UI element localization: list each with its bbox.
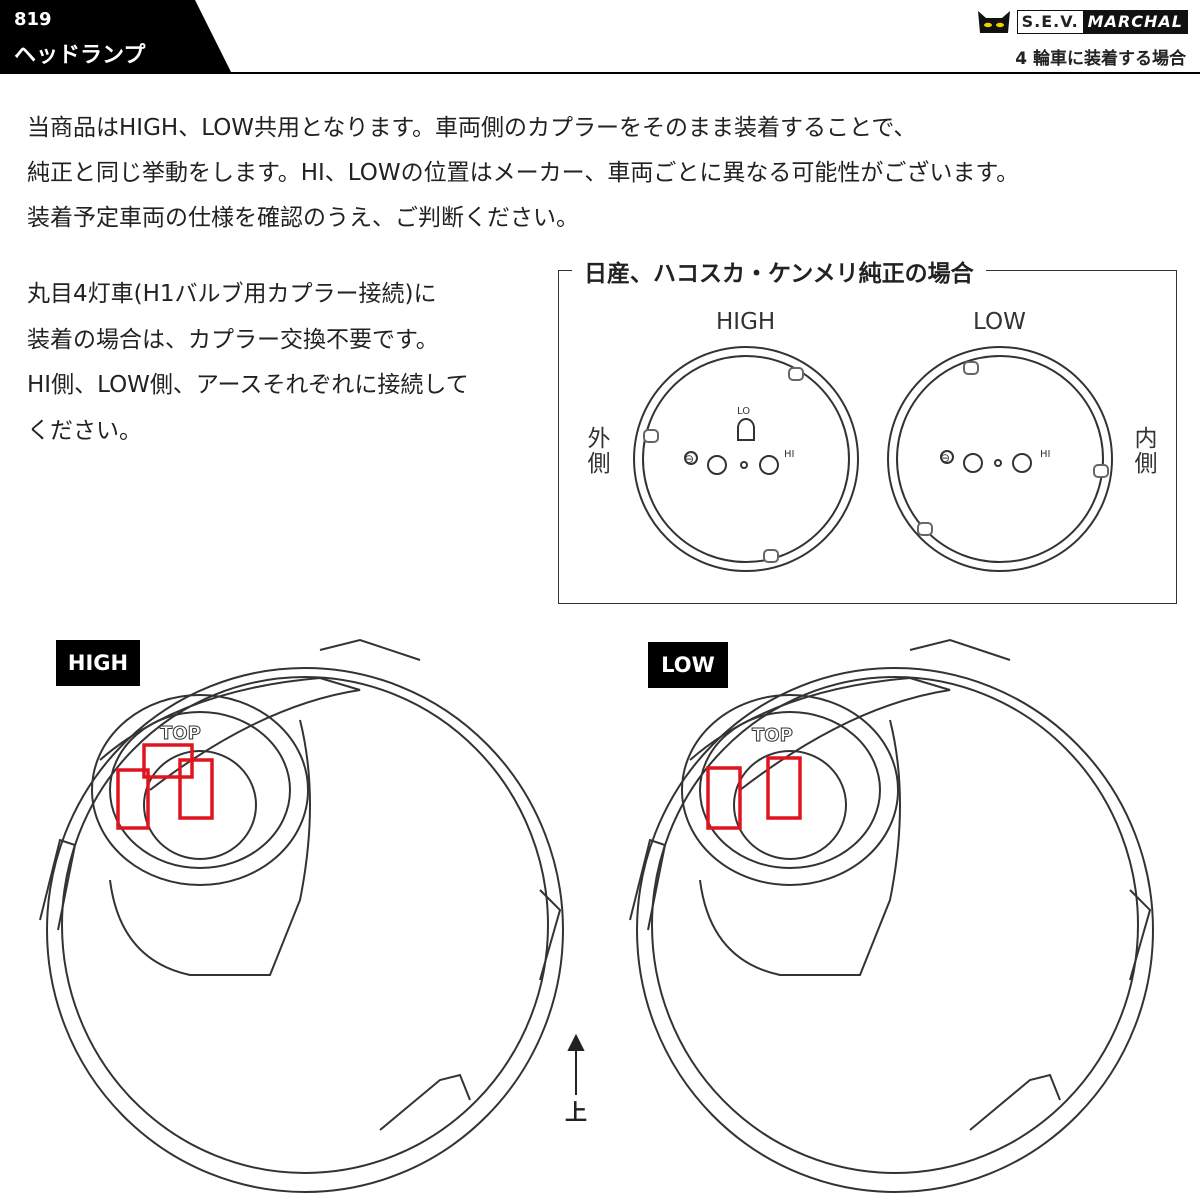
product-number: 819 <box>14 9 52 30</box>
up-label: 上 <box>565 1101 587 1126</box>
low-headlamp-illustration <box>629 638 1154 1193</box>
ref-low-diagram <box>887 346 1113 572</box>
side-note-line: HI側、LOW側、アースそれぞれに接続して <box>27 372 469 398</box>
minus-icon-low: ⊖ <box>940 451 950 465</box>
cat-logo-icon <box>977 11 1010 33</box>
high-tag: HIGH <box>56 640 140 686</box>
inner-side-label: 内側 <box>1134 426 1158 477</box>
intro-line: 純正と同じ挙動をします。HI、LOWの位置はメーカー、車両ごとに異なる可能性がご… <box>27 160 1020 186</box>
hi-mark-low: HI <box>1040 449 1050 460</box>
minus-icon: ⊖ <box>684 452 694 466</box>
reference-title: 日産、ハコスカ・ケンメリ純正の場合 <box>572 254 986 288</box>
hi-mark: HI <box>784 449 794 460</box>
up-arrow-icon <box>567 1033 585 1095</box>
intro-line: 装着予定車両の仕様を確認のうえ、ご判断ください。 <box>27 205 579 231</box>
brand-sev: S.E.V. <box>1016 10 1084 34</box>
high-headlamp-illustration <box>39 638 564 1193</box>
ref-high-label: HIGH <box>716 309 776 335</box>
intro-line: 当商品はHIGH、LOW共用となります。車両側のカプラーをそのまま装着することで… <box>27 115 917 141</box>
low-tag: LOW <box>648 642 728 688</box>
brand-logo: S.E.V. MARCHAL <box>977 9 1188 35</box>
header-tab: 819 ヘッドランプ <box>0 0 232 74</box>
brand-marchal: MARCHAL <box>1083 10 1188 34</box>
top-mark-high: TOP <box>160 723 201 744</box>
side-note: 丸目4灯車(H1バルブ用カプラー接続)に 装着の場合は、カプラー交換不要です。 … <box>27 272 537 454</box>
side-note-line: 丸目4灯車(H1バルブ用カプラー接続)に <box>27 281 437 307</box>
install-condition: 4 輪車に装着する場合 <box>1015 49 1186 69</box>
outer-side-label: 外側 <box>587 426 611 477</box>
lo-mark: LO <box>737 406 750 417</box>
product-title: ヘッドランプ <box>14 43 146 68</box>
ref-low-label: LOW <box>973 309 1026 335</box>
ref-high-diagram <box>633 346 859 572</box>
top-mark-low: TOP <box>752 725 793 746</box>
header-rule <box>0 72 1200 74</box>
intro-text: 当商品はHIGH、LOW共用となります。車両側のカプラーをそのまま装着することで… <box>27 106 1187 241</box>
side-note-line: ください。 <box>27 417 142 444</box>
side-note-line: 装着の場合は、カプラー交換不要です。 <box>27 326 439 353</box>
